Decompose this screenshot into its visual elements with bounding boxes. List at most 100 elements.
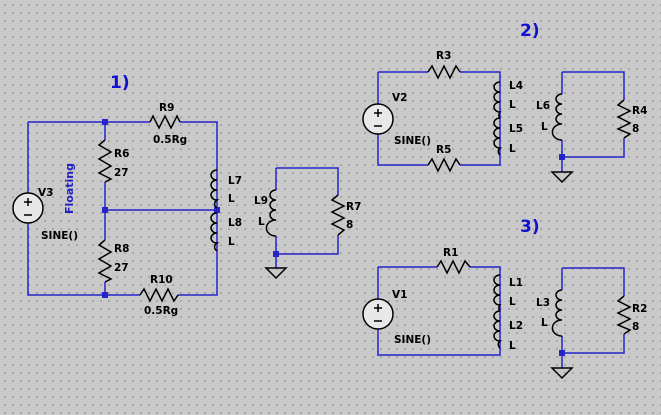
r9-value: 0.5Rg bbox=[153, 134, 187, 146]
r6-value: 27 bbox=[114, 167, 129, 179]
source-circle bbox=[362, 103, 394, 135]
l5-value: L bbox=[509, 143, 516, 155]
r2-name: R2 bbox=[632, 303, 647, 315]
r4-name: R4 bbox=[632, 105, 647, 117]
l6-value: L bbox=[541, 121, 548, 133]
wire bbox=[460, 71, 501, 82]
r7-value: 8 bbox=[346, 219, 353, 231]
voltage-source-v2[interactable] bbox=[362, 103, 394, 135]
v3-value: SINE() bbox=[41, 230, 78, 242]
section-label-1: 1) bbox=[110, 73, 130, 93]
resistor-r6[interactable] bbox=[97, 139, 113, 183]
r2-value: 8 bbox=[632, 321, 639, 333]
wire bbox=[377, 134, 428, 166]
l2-value: L bbox=[509, 340, 516, 352]
resistor-r3[interactable] bbox=[427, 64, 461, 80]
r4-value: 8 bbox=[632, 123, 639, 135]
wire bbox=[562, 334, 625, 354]
circuit-1: V3 SINE() Floating R9 0.5Rg R10 0.5Rg R6… bbox=[12, 102, 361, 317]
resistor-r5[interactable] bbox=[427, 157, 461, 173]
wire bbox=[180, 121, 218, 168]
plus-sign bbox=[374, 109, 382, 117]
circuit-2: V2 SINE() R3 R5 L4 L L5 L L6 L R4 8 bbox=[362, 50, 647, 184]
r1-name: R1 bbox=[443, 247, 458, 259]
resistor-r8[interactable] bbox=[97, 239, 113, 283]
l1-name: L1 bbox=[509, 277, 523, 289]
l5-name: L5 bbox=[509, 123, 523, 135]
junction bbox=[214, 207, 220, 213]
wire bbox=[562, 138, 625, 158]
source-circle bbox=[362, 298, 394, 330]
l8-value: L bbox=[228, 236, 235, 248]
plus-sign bbox=[24, 198, 32, 206]
l4-name: L4 bbox=[509, 80, 523, 92]
ground-symbol bbox=[264, 267, 288, 280]
inductor-l1[interactable] bbox=[493, 274, 502, 312]
voltage-source-v1[interactable] bbox=[362, 298, 394, 330]
v3-name: V3 bbox=[38, 187, 53, 199]
r7-name: R7 bbox=[346, 201, 361, 213]
v1-value: SINE() bbox=[394, 334, 431, 346]
wire bbox=[276, 167, 339, 195]
wire bbox=[562, 71, 625, 100]
resistor-r2[interactable] bbox=[616, 295, 632, 335]
section-label-2: 2) bbox=[520, 21, 540, 41]
junction bbox=[102, 119, 108, 125]
source-circle bbox=[12, 192, 44, 224]
l6-name: L6 bbox=[536, 100, 550, 112]
r8-value: 27 bbox=[114, 262, 129, 274]
r5-name: R5 bbox=[436, 144, 451, 156]
wire bbox=[470, 266, 501, 275]
l7-name: L7 bbox=[228, 175, 242, 187]
inductor-l2[interactable] bbox=[493, 310, 503, 349]
resistor-r4[interactable] bbox=[616, 99, 632, 139]
junction bbox=[559, 350, 565, 356]
floating-net-label: Floating bbox=[63, 163, 76, 214]
l9-name: L9 bbox=[254, 195, 268, 207]
inductor-l7[interactable] bbox=[210, 169, 220, 209]
l2-name: L2 bbox=[509, 320, 523, 332]
inductor-l4[interactable] bbox=[493, 81, 502, 119]
l3-value: L bbox=[541, 317, 548, 329]
resistor-r9[interactable] bbox=[149, 114, 181, 130]
l1-value: L bbox=[509, 296, 516, 308]
inductor-l9[interactable] bbox=[265, 189, 277, 237]
v2-name: V2 bbox=[392, 92, 407, 104]
inductor-l5[interactable] bbox=[493, 117, 503, 156]
l9-value: L bbox=[258, 216, 265, 228]
plus-sign bbox=[374, 304, 382, 312]
l7-value: L bbox=[228, 193, 235, 205]
circuit-3: V1 SINE() R1 L1 L L2 L L3 L R2 8 bbox=[362, 247, 647, 380]
junction bbox=[559, 154, 565, 160]
r10-value: 0.5Rg bbox=[144, 305, 178, 317]
ground-symbol bbox=[550, 367, 574, 380]
r9-name: R9 bbox=[159, 102, 174, 114]
v1-name: V1 bbox=[392, 289, 407, 301]
inductor-l6[interactable] bbox=[551, 93, 563, 141]
section-label-3: 3) bbox=[520, 217, 540, 237]
r6-name: R6 bbox=[114, 148, 129, 160]
r3-name: R3 bbox=[436, 50, 451, 62]
inductor-l3[interactable] bbox=[551, 289, 563, 337]
junction bbox=[273, 251, 279, 257]
junction bbox=[102, 207, 108, 213]
r8-name: R8 bbox=[114, 243, 129, 255]
wire bbox=[460, 155, 501, 166]
resistor-r10[interactable] bbox=[139, 287, 179, 303]
wire bbox=[562, 267, 625, 296]
l8-name: L8 bbox=[228, 217, 242, 229]
resistor-r1[interactable] bbox=[436, 259, 471, 275]
l4-value: L bbox=[509, 99, 516, 111]
wire bbox=[377, 329, 501, 356]
wire bbox=[276, 235, 339, 255]
r10-name: R10 bbox=[150, 274, 173, 286]
ground-symbol bbox=[550, 171, 574, 184]
inductor-l8[interactable] bbox=[210, 212, 220, 252]
wire bbox=[178, 253, 218, 296]
v2-value: SINE() bbox=[394, 135, 431, 147]
junction bbox=[102, 292, 108, 298]
voltage-source-v3[interactable] bbox=[12, 192, 44, 224]
l3-name: L3 bbox=[536, 297, 550, 309]
resistor-r7[interactable] bbox=[330, 194, 346, 236]
